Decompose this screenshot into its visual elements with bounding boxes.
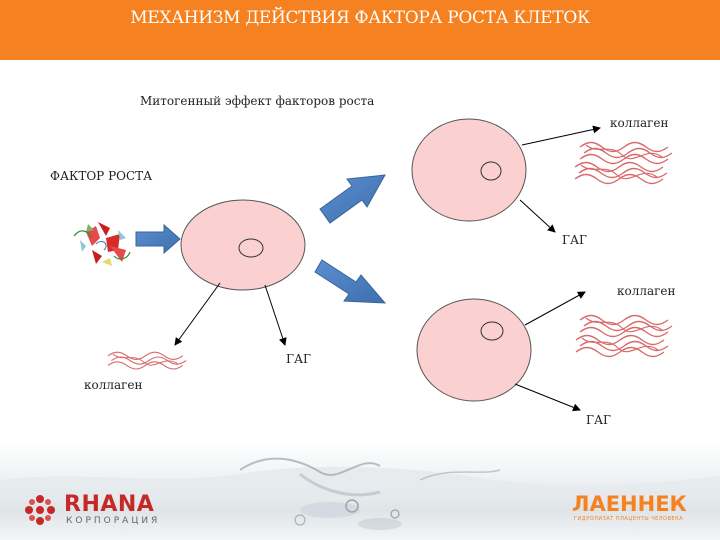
rhana-flower-icon <box>25 495 55 525</box>
collagen-fibers-mid <box>579 314 673 338</box>
arrow-to-top-cell <box>319 174 386 224</box>
arrow-line-gag-bottom <box>514 383 581 412</box>
rhana-subtitle: КОРПОРАЦИЯ <box>66 516 161 526</box>
rhana-logo: RHANA КОРПОРАЦИЯ <box>22 492 182 528</box>
gag-label-bottom: ГАГ <box>586 413 611 427</box>
arrow-line-collagen-mid <box>524 291 586 326</box>
cell-top-right-nucleus <box>480 161 502 181</box>
arrow-line-gag-top <box>519 199 556 233</box>
arrow-line-collagen-left <box>174 282 221 346</box>
laennek-wordmark: ЛАЕННЕК <box>572 492 687 516</box>
collagen-fibers-top-2 <box>574 161 668 185</box>
protein-molecule-icon <box>73 219 131 267</box>
arrow-line-gag-left <box>264 284 287 346</box>
laennek-logo: ЛАЕННЕК ГИДРОЛИЗАТ ПЛАЦЕНТЫ ЧЕЛОВЕКА <box>572 492 702 528</box>
collagen-label-top: коллаген <box>610 116 669 130</box>
collagen-fibers-mid-2 <box>575 334 669 358</box>
arrow-to-bottom-cell <box>314 259 387 304</box>
cell-bottom-right <box>416 298 532 402</box>
header-bar: МЕХАНИЗМ ДЕЙСТВИЯ ФАКТОРА РОСТА КЛЕТОК <box>0 0 720 60</box>
water-splash-image <box>0 457 720 530</box>
diagram-subtitle: Митогенный эффект факторов роста <box>140 94 375 108</box>
cell-top-right <box>411 118 527 222</box>
rhana-wordmark: RHANA <box>64 492 155 517</box>
arrow-factor-to-cell <box>135 223 181 255</box>
laennek-subtitle: ГИДРОЛИЗАТ ПЛАЦЕНТЫ ЧЕЛОВЕКА <box>574 516 684 522</box>
cell-left-nucleus <box>238 238 264 258</box>
collagen-fibers-top <box>579 141 673 165</box>
collagen-label-left: коллаген <box>84 378 143 392</box>
collagen-label-mid: коллаген <box>617 284 676 298</box>
page-title: МЕХАНИЗМ ДЕЙСТВИЯ ФАКТОРА РОСТА КЛЕТОК <box>130 8 590 28</box>
factor-label: ФАКТОР РОСТА <box>50 169 153 183</box>
arrow-line-collagen-top <box>521 125 601 146</box>
gag-label-top: ГАГ <box>562 233 587 247</box>
cell-bottom-right-nucleus <box>480 321 504 341</box>
collagen-fibers-left <box>107 351 187 370</box>
gag-label-left: ГАГ <box>286 352 311 366</box>
